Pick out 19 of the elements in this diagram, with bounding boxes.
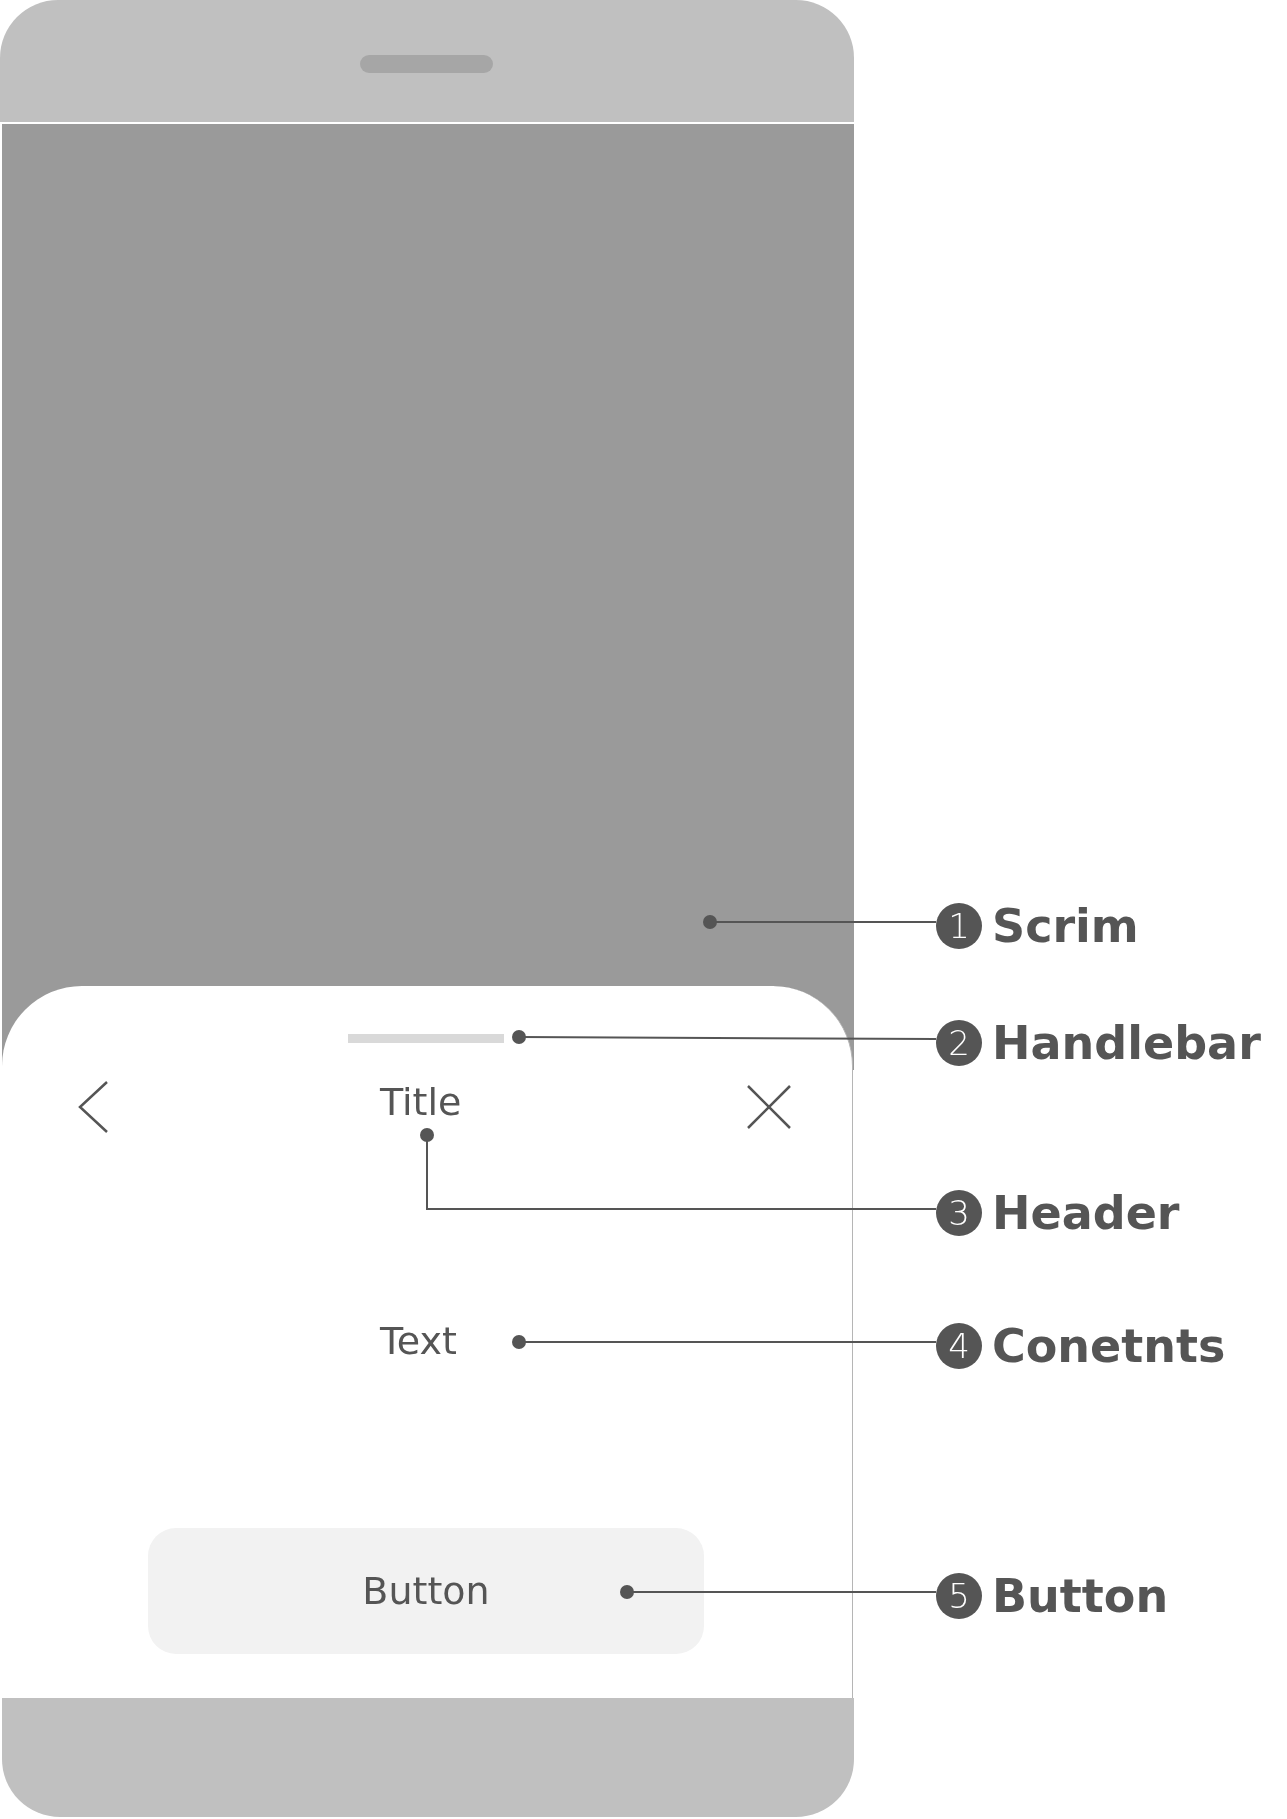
leader-line [512,1335,937,1349]
callout-label: Button [992,1569,1169,1623]
callout-number: 5 [936,1573,982,1619]
callout-number: 3 [936,1190,982,1236]
callout-number: 2 [936,1020,982,1066]
leader-line [703,915,937,929]
callout-label: Scrim [992,899,1139,953]
action-button: Button [148,1528,704,1654]
leader-line [512,1030,937,1044]
header-title: Title [380,1083,462,1121]
callout-label: Handlebar [992,1016,1261,1070]
callout-label: Conetnts [992,1319,1226,1373]
callout-number: 4 [936,1323,982,1369]
leader-line [620,1585,937,1599]
callout-label: Header [992,1186,1180,1240]
leader-line [420,1128,937,1210]
callout-number: 1 [936,903,982,949]
handlebar [348,1034,504,1043]
content-text: Text [380,1322,457,1360]
